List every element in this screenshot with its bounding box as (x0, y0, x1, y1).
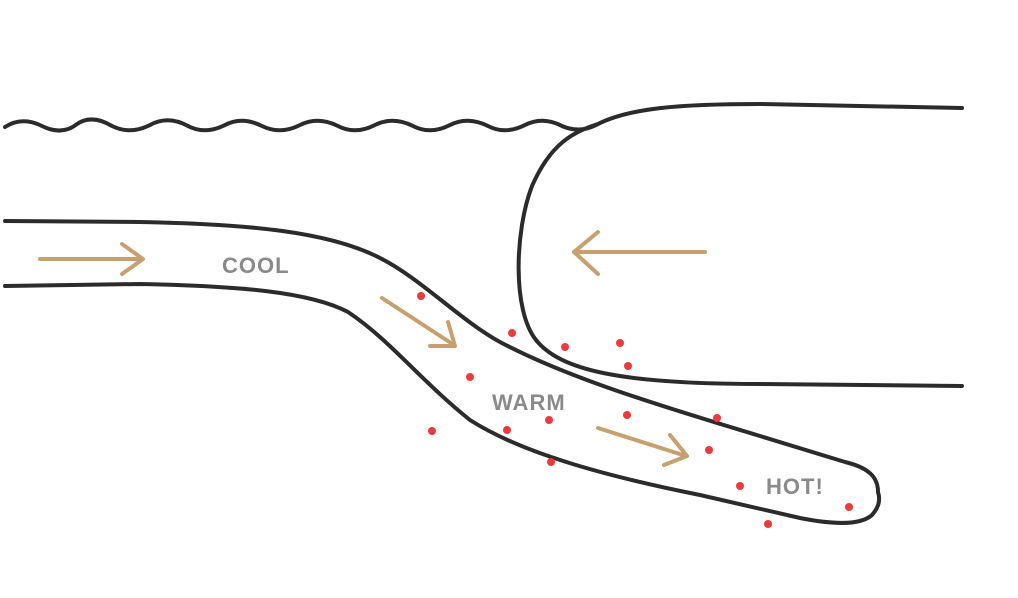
melt-dot (561, 343, 569, 351)
label-warm: WARM (492, 390, 566, 415)
arrow-down-right-icon (380, 296, 457, 348)
melt-dot (764, 520, 772, 528)
melt-dot (616, 339, 624, 347)
melt-dot (623, 411, 631, 419)
melt-dot (547, 458, 555, 466)
label-cool: COOL (222, 253, 290, 278)
melt-dot (713, 414, 721, 422)
melt-dot (845, 503, 853, 511)
melt-dot (508, 329, 516, 337)
arrow-left-icon (572, 230, 707, 276)
overriding-plate-outline (516, 102, 964, 388)
subducting-plate-bottom (3, 282, 882, 525)
melt-dot (736, 482, 744, 490)
subducting-plate-top (3, 219, 880, 494)
label-hot: HOT! (766, 474, 824, 499)
melt-dot (624, 362, 632, 370)
melt-dot (503, 426, 511, 434)
melt-dot (545, 416, 553, 424)
melt-dot (428, 427, 436, 435)
melt-dot (466, 373, 474, 381)
ocean-surface-line (3, 117, 600, 133)
arrow-right-icon (38, 242, 145, 276)
arrow-down-right-icon (596, 426, 689, 467)
melt-dots (417, 292, 853, 528)
melt-dot (705, 446, 713, 454)
melt-dot (417, 292, 425, 300)
